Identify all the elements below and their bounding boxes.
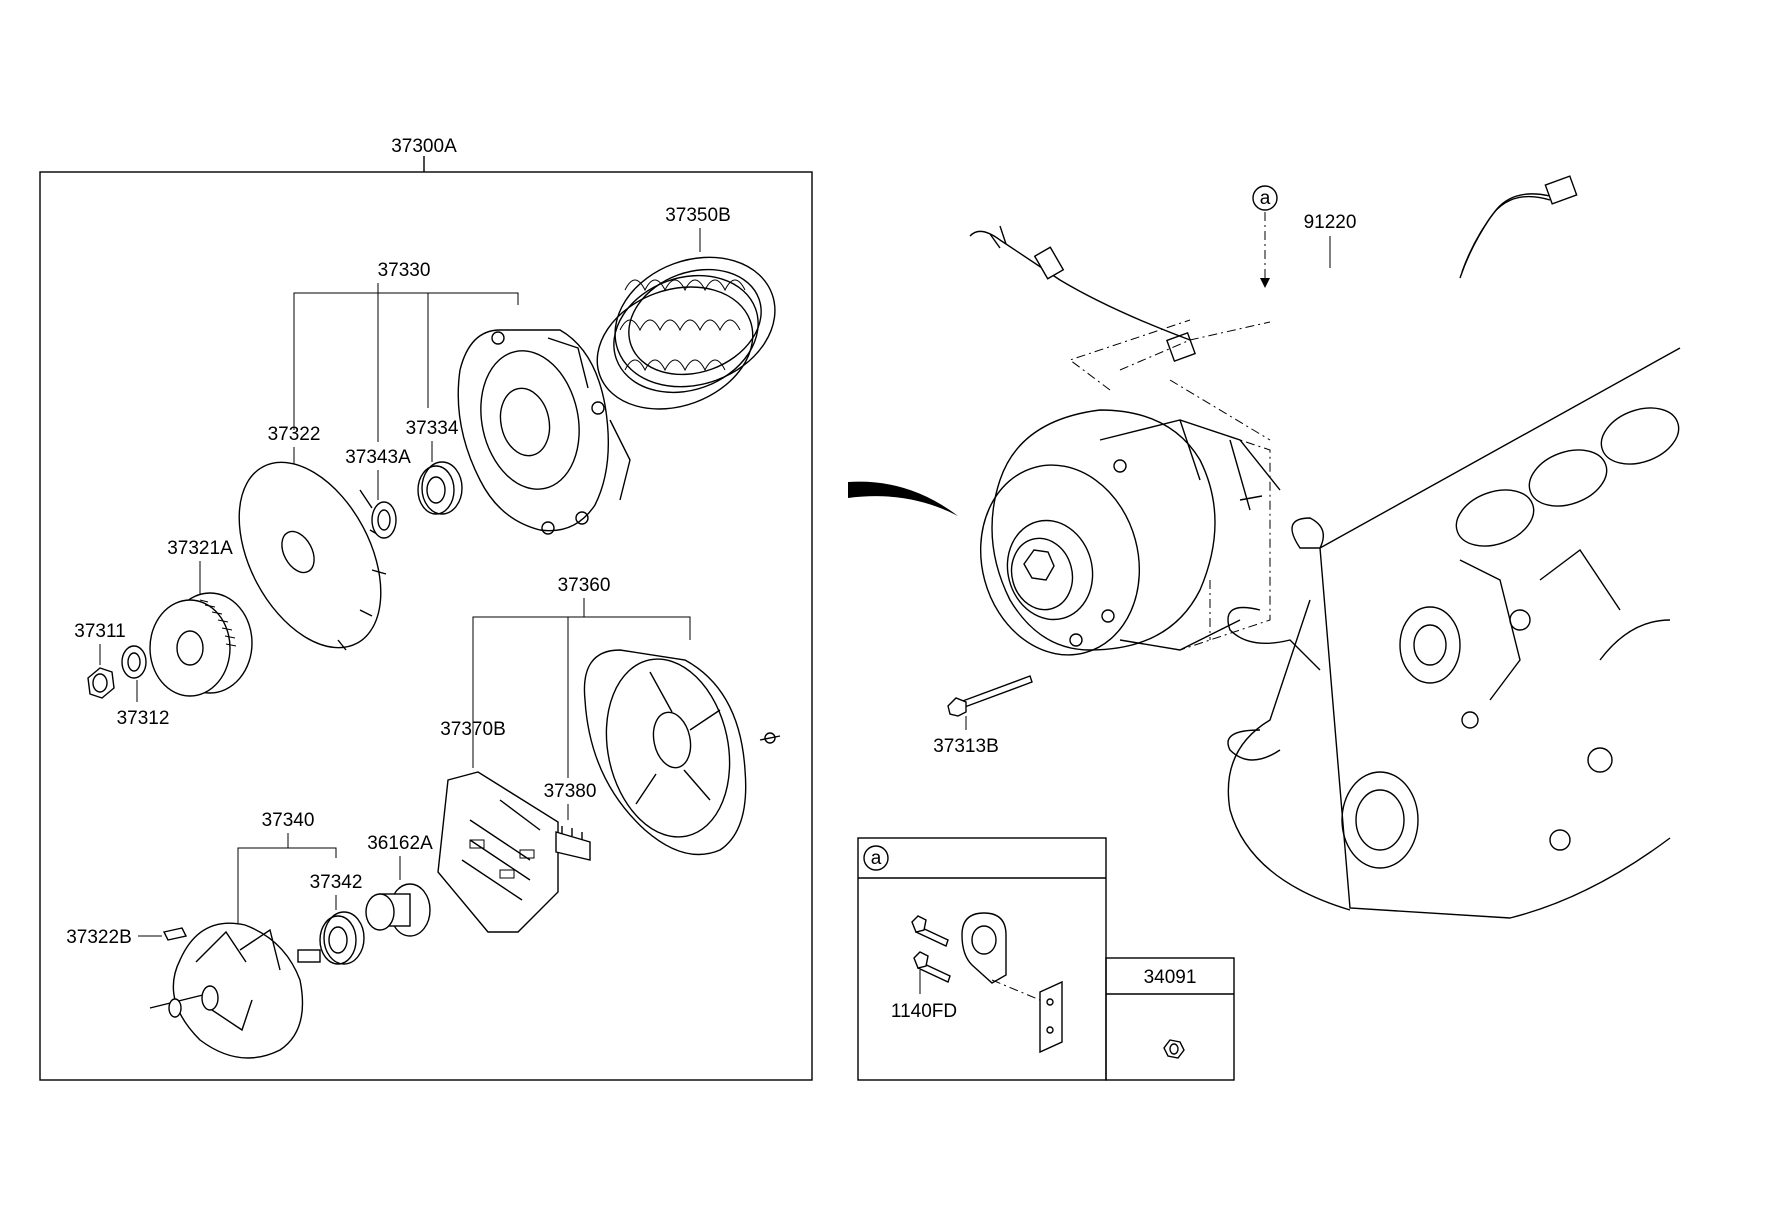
mount-bolt-drawing	[947, 675, 1033, 717]
label-front-bracket-group[interactable]: 37330	[378, 260, 431, 281]
bearing-cover-drawing	[365, 883, 431, 937]
washer-drawing	[121, 645, 147, 679]
alternator-assembled-drawing	[979, 409, 1281, 656]
stator-drawing	[596, 256, 776, 410]
detail-ref-circle[interactable]	[863, 845, 889, 871]
direction-arrow	[848, 481, 958, 516]
label-key[interactable]: 37322B	[66, 927, 132, 948]
label-brush-holder[interactable]: 37380	[544, 781, 597, 802]
label-front-bearing[interactable]: 37334	[406, 418, 459, 439]
harness-ref-label: a	[1260, 188, 1271, 209]
label-rotor-group[interactable]: 37340	[262, 810, 315, 831]
pulley-drawing	[149, 592, 253, 697]
label-washer[interactable]: 37312	[117, 708, 170, 729]
rotor-drawing	[149, 922, 321, 1059]
nut-small-drawing	[1163, 1039, 1185, 1059]
label-nut[interactable]: 37311	[74, 621, 125, 642]
fan-drawing	[238, 461, 387, 651]
spacer-drawing	[371, 501, 397, 539]
label-mount-bolt[interactable]: 37313B	[933, 736, 999, 757]
rectifier-drawing	[437, 771, 559, 933]
harness-drawing	[969, 175, 1578, 362]
rear-bearing-drawing	[319, 911, 365, 965]
nut-drawing	[87, 667, 115, 699]
label-rectifier[interactable]: 37370B	[440, 719, 506, 740]
label-bearing-cover[interactable]: 36162A	[367, 833, 433, 854]
rear-bracket-drawing	[583, 649, 781, 856]
engine-block-drawing	[1227, 347, 1681, 919]
front-bracket-drawing	[457, 329, 631, 535]
harness-ref-circle[interactable]	[1252, 185, 1278, 211]
detail-ref-label: a	[871, 848, 882, 869]
label-fan[interactable]: 37322	[268, 424, 321, 445]
label-harness[interactable]: 91220	[1304, 212, 1357, 233]
key-drawing	[162, 927, 188, 941]
brush-holder-drawing	[555, 826, 591, 861]
label-nut-small[interactable]: 34091	[1144, 967, 1197, 988]
label-rear-bracket-group[interactable]: 37360	[558, 575, 611, 596]
label-stator[interactable]: 37350B	[665, 205, 731, 226]
front-bearing-drawing	[417, 461, 463, 515]
assembly-frame	[39, 171, 813, 1081]
label-pulley[interactable]: 37321A	[167, 538, 233, 559]
label-assembly[interactable]: 37300A	[391, 136, 457, 157]
label-rear-bearing[interactable]: 37342	[310, 872, 363, 893]
detail-box-nut	[1105, 957, 1235, 1081]
clip-drawing	[911, 912, 1063, 1054]
label-clip-bolt[interactable]: 1140FD	[891, 1001, 957, 1022]
label-spacer[interactable]: 37343A	[345, 447, 411, 468]
